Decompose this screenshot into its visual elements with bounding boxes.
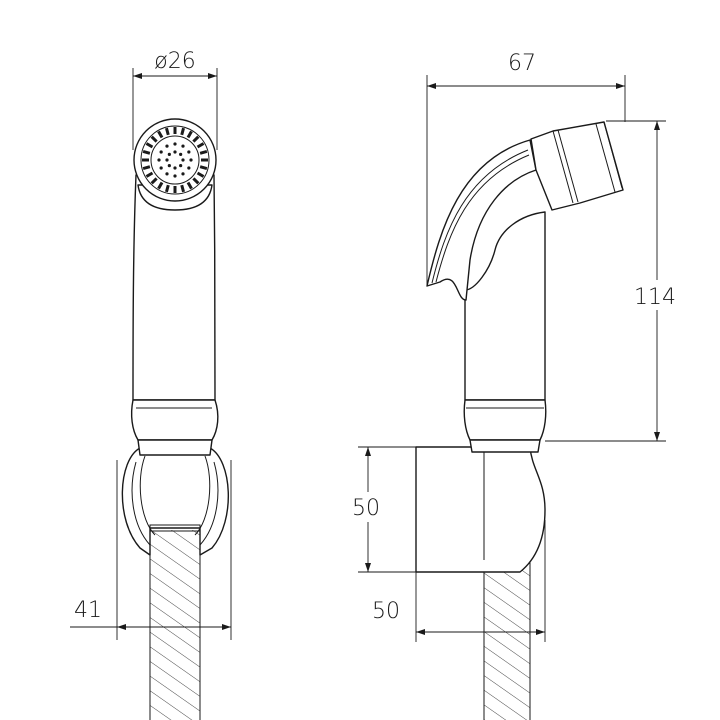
nozzle-hole <box>181 158 185 162</box>
nozzle-rib <box>142 150 151 155</box>
width-label: 41 <box>74 598 102 623</box>
dimension-height: 114 <box>545 120 676 442</box>
handle-side <box>426 121 624 453</box>
holder-depth-label: 50 <box>372 599 400 624</box>
nozzle-hole <box>157 158 161 162</box>
nozzle-rib <box>150 135 158 143</box>
nozzle-hole <box>173 150 177 154</box>
nozzle-rib <box>199 165 208 170</box>
dimension-holder-depth: 50 <box>372 520 546 642</box>
nozzle-rib <box>196 171 205 178</box>
nozzle-rib <box>180 184 185 193</box>
nozzle-rib <box>150 177 158 185</box>
handle-front <box>130 174 219 456</box>
nozzle-rib <box>165 127 170 136</box>
nozzle-hole <box>189 158 193 162</box>
nozzle-hole <box>165 172 169 176</box>
length-label: 67 <box>508 51 536 76</box>
front-view: ø26 41 <box>70 49 232 720</box>
hose-front <box>149 530 201 720</box>
dimension-length: 67 <box>426 51 626 285</box>
holder-height-label: 50 <box>352 496 380 521</box>
nozzle-hole <box>173 174 177 178</box>
height-label: 114 <box>634 285 676 310</box>
hose-side <box>483 560 531 720</box>
nozzle-hole <box>167 164 171 168</box>
nozzle-rib <box>186 181 193 190</box>
nozzle-hole <box>181 144 185 148</box>
holder-front <box>121 447 229 556</box>
dimension-holder-height: 50 <box>352 446 416 573</box>
nozzle-rib <box>157 181 164 190</box>
nozzle-rib <box>145 171 154 178</box>
nozzle-hole <box>181 172 185 176</box>
nozzle-hole <box>187 150 191 154</box>
nozzle-face <box>133 118 217 202</box>
nozzle-rib <box>145 142 154 149</box>
side-view: 67 114 50 50 <box>352 51 676 720</box>
nozzle-rib <box>165 184 170 193</box>
dimension-diameter: ø26 <box>132 49 218 150</box>
nozzle-hole <box>173 166 177 170</box>
nozzle-hole <box>167 152 171 156</box>
nozzle-hole <box>165 144 169 148</box>
nozzle-hole <box>187 166 191 170</box>
nozzle-rib <box>199 150 208 155</box>
nozzle-hole <box>179 164 183 168</box>
nozzle-hole <box>173 142 177 146</box>
nozzle-hole <box>159 150 163 154</box>
nozzle-rib <box>192 135 200 143</box>
nozzle-rib <box>186 130 193 139</box>
nozzle-hole <box>165 158 169 162</box>
nozzle-rib <box>192 177 200 185</box>
nozzle-rib <box>142 165 151 170</box>
nozzle-rib <box>180 127 185 136</box>
nozzle-hole <box>179 152 183 156</box>
nozzle-hole <box>159 166 163 170</box>
holder-side <box>415 446 546 573</box>
nozzle-rib <box>196 142 205 149</box>
dimension-width-front: 41 <box>70 460 232 640</box>
diameter-label: ø26 <box>154 49 195 74</box>
nozzle-rib <box>157 130 164 139</box>
